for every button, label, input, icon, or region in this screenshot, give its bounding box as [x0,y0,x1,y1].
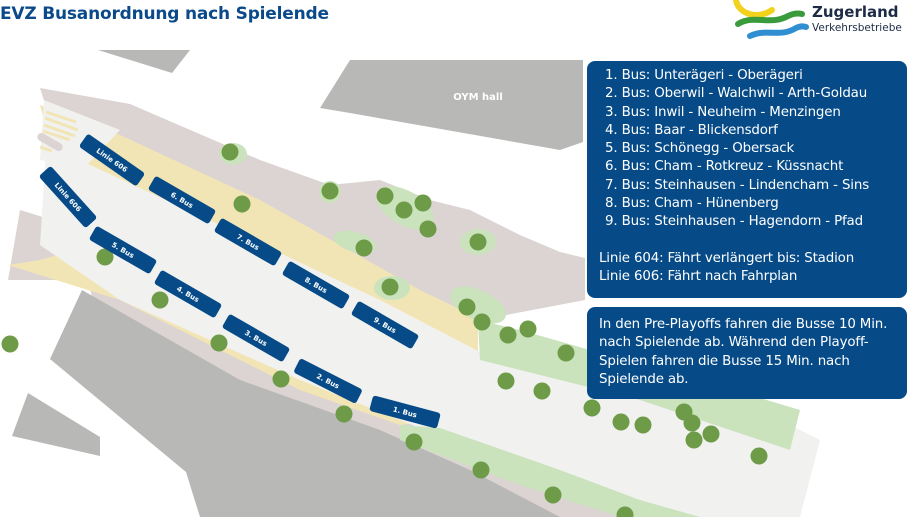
departure-info-panel: In den Pre-Playoffs fahren die Busse 10 … [587,307,907,399]
terrain-upper [40,88,585,320]
route-item: 2. Bus: Oberwil - Walchwil - Arth-Goldau [605,86,868,102]
tree [750,447,768,465]
line-notes: Linie 604: Fährt verlängert bis: Stadion… [587,250,907,287]
bus-bay-bus-8: 8. Bus [282,261,350,309]
tree [419,220,437,238]
bus-bay-bus-2: 2. Bus [294,359,362,403]
grass-strip-lower [400,425,700,517]
logo-subtitle: Verkehrsbetriebe [812,22,902,34]
tree [469,233,487,251]
route-legend-panel: 1. Bus: Unterägeri - Oberägeri 2. Bus: O… [587,61,907,298]
bus-shape [79,134,145,186]
tree [616,506,634,517]
bus-bay-bus-4: 4. Bus [154,270,222,318]
tree [702,425,720,443]
logo-name: Zugerland [812,3,899,21]
tree [405,433,423,451]
tree [376,187,394,205]
zugerland-logo: Zugerland Verkehrsbetriebe [732,0,920,44]
tree [1,335,19,353]
tree [272,370,290,388]
tree [221,143,239,161]
tree [472,461,490,479]
bus-shape [89,226,157,274]
bus-shape [148,176,216,224]
route-item: 8. Bus: Cham - Hünenberg [605,196,779,212]
route-item: 7. Bus: Steinhausen - Lindencham - Sins [605,177,870,193]
tree [233,195,251,213]
tree [583,399,601,417]
bus-bay-bus-6: 6. Bus [148,176,216,224]
tree [533,382,551,400]
bus-bay-bus-5: 5. Bus [89,226,157,274]
tree [355,239,373,257]
tree [96,248,114,266]
bus-bay-bus-9: 9. Bus [351,301,419,349]
building-label: OYM hall [453,92,503,103]
tree [210,334,228,352]
tree [458,298,476,316]
bus-shape [282,261,350,309]
tree [683,414,701,432]
bus-bay-linie-606-a: Linie 606 [79,134,145,186]
tree [612,413,630,431]
bus-shape [369,395,441,429]
tree [497,372,515,390]
curb-island [37,133,63,151]
route-item: 3. Bus: Inwil - Neuheim - Menzingen [605,104,841,120]
route-item: 1. Bus: Unterägeri - Oberägeri [605,68,803,83]
tree [381,278,399,296]
tree [557,344,575,362]
tree [499,326,517,344]
bus-shape [154,270,222,318]
tree [519,320,537,338]
route-item: 6. Bus: Cham - Rotkreuz - Küssnacht [605,159,844,175]
route-item: 4. Bus: Baar - Blickensdorf [605,122,778,138]
building-lower [50,290,560,517]
tree [335,405,353,423]
tree [544,486,562,504]
bus-shape [39,166,97,228]
bus-bay-linie-606-b: Linie 606 [39,166,97,228]
bus-bay-bus-1: 1. Bus [369,395,441,429]
tree [634,416,652,434]
logo-waves-icon [733,0,809,39]
tree [473,313,491,331]
route-item: 5. Bus: Schönegg - Obersack [605,141,795,157]
bus-shape [294,359,362,403]
trees [1,143,768,517]
bus-shape [351,301,419,349]
tree [151,291,169,309]
building-oym-hall [320,60,583,150]
bus-shape [214,218,282,266]
route-list: 1. Bus: Unterägeri - Oberägeri 2. Bus: O… [587,67,907,232]
line-note-604: Linie 604: Fährt verlängert bis: Stadion [599,250,855,266]
tree [321,182,339,200]
tree [395,201,413,219]
tree [685,431,703,449]
building-small-lower [12,393,100,456]
tree [414,194,432,212]
line-note-606: Linie 606: Fährt nach Fahrplan [599,268,798,284]
bus-bay-bus-3: 3. Bus [222,314,290,362]
route-item: 9. Bus: Steinhausen - Hagendorn - Pfad [605,214,863,230]
bus-shape [222,314,290,362]
building-top-left [98,50,190,73]
departure-info-text: In den Pre-Playoffs fahren die Busse 10 … [599,317,888,387]
bus-bay-bus-7: 7. Bus [214,218,282,266]
page-title: EVZ Busanordnung nach Spielende [0,4,329,24]
